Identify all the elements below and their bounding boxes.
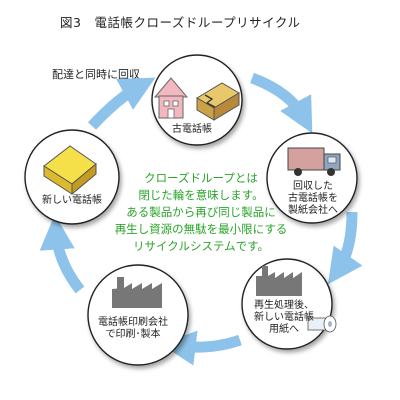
printing-factory-icon bbox=[112, 277, 162, 308]
paper-roll-icon bbox=[307, 315, 337, 333]
label-old-book: 古電話帳 bbox=[172, 124, 212, 135]
label-new-book: 新しい電話帳 bbox=[42, 195, 102, 206]
truck-icon bbox=[287, 147, 341, 176]
new-phonebook-icon bbox=[43, 145, 97, 196]
center-line: ある製品から再び同じ製品に bbox=[126, 205, 276, 219]
arrow-old-to-truck bbox=[250, 72, 313, 134]
cycle-arrows bbox=[39, 72, 363, 366]
diagram-title: 図3 電話帳クローズドループリサイクル bbox=[60, 15, 301, 30]
node-circle-printing bbox=[87, 264, 189, 366]
arrow-paper-to-printing bbox=[160, 330, 242, 366]
label-truck: 回収した 古電話帳を 製紙会社へ bbox=[288, 181, 338, 216]
arrow-truck-to-paper bbox=[327, 211, 363, 285]
house-icon bbox=[153, 77, 189, 119]
center-line: 閉じた輪を意味します。 bbox=[138, 188, 264, 202]
label-printing: 電話帳印刷会社 で印刷･製本 bbox=[98, 317, 168, 340]
old-phonebook-icon bbox=[196, 82, 240, 121]
label-paper: 再生処理後、 新しい電話帳 用紙へ bbox=[254, 300, 314, 335]
center-line: 再生し資源の無駄を最小限にする bbox=[114, 222, 288, 236]
arrow-new-to-old bbox=[87, 77, 156, 130]
center-explanation: クローズドループとは 閉じた輪を意味します。 ある製品から再び同じ製品に 再生し… bbox=[104, 170, 298, 255]
center-line: クローズドループとは bbox=[144, 171, 258, 185]
paper-factory-icon bbox=[256, 266, 302, 296]
arrow-printing-to-new bbox=[39, 214, 85, 294]
center-line: リサイクルシステムです。 bbox=[133, 239, 269, 253]
